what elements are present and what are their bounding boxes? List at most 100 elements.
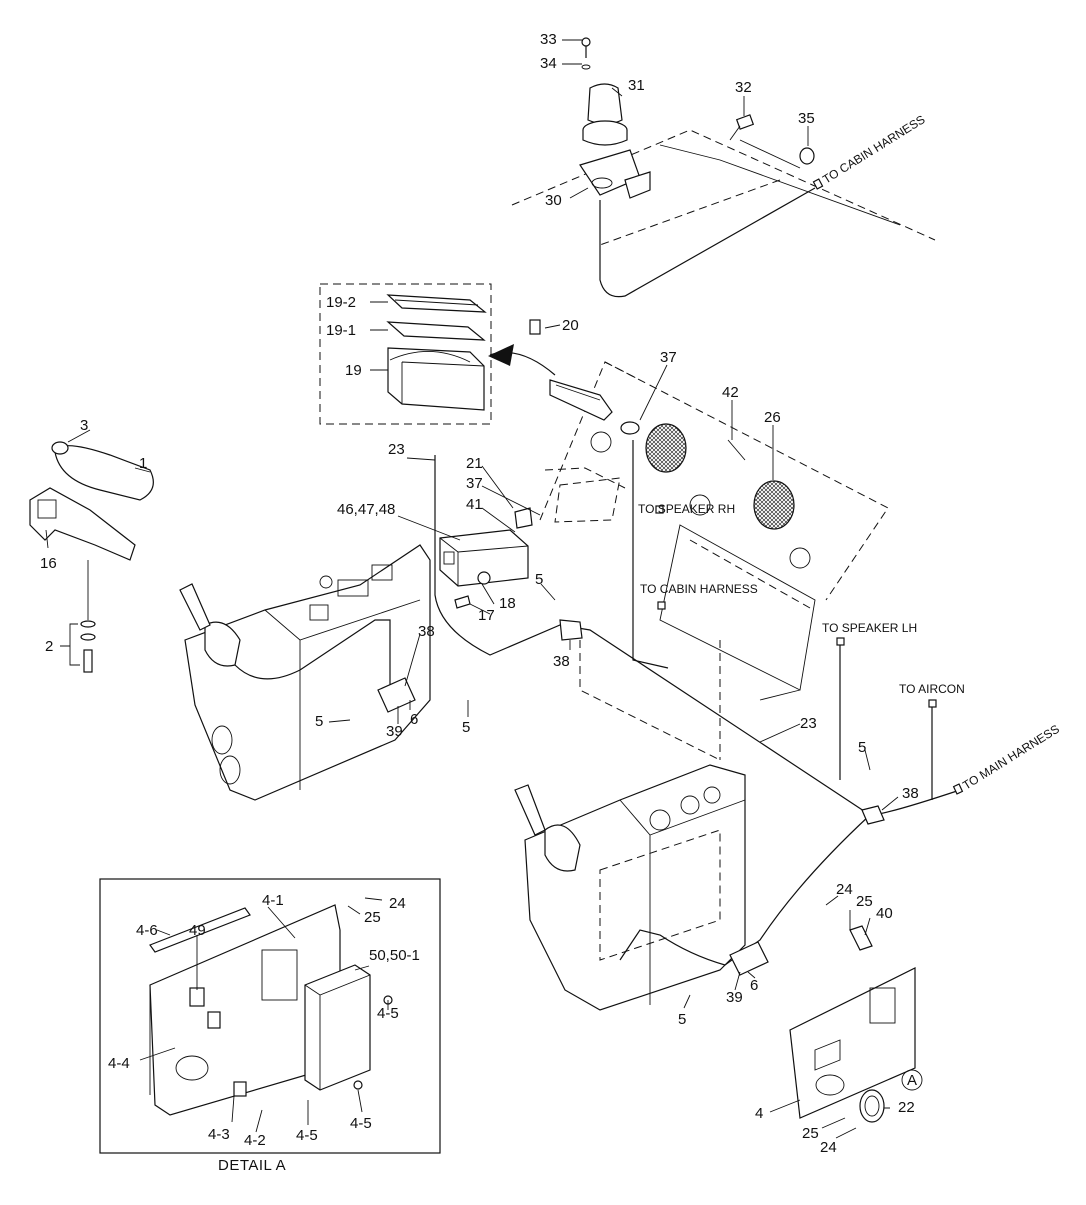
detail-callout-24: 24 <box>389 895 406 912</box>
connector-aircon <box>928 699 937 708</box>
callout-6-left: 6 <box>410 711 418 728</box>
callout-22: 22 <box>898 1099 915 1116</box>
rear-panel <box>539 361 889 761</box>
callout-25-top: 25 <box>856 893 873 910</box>
speaker-grill-rh <box>645 423 687 473</box>
callout-34: 34 <box>540 55 557 72</box>
note-to-main-harness: TO MAIN HARNESS <box>960 722 1062 793</box>
armrest-bracket <box>29 487 136 561</box>
callout-38-left: 38 <box>418 623 435 640</box>
note-to-cabin-harness-mid: TO CABIN HARNESS <box>640 582 758 596</box>
callout-24-top: 24 <box>836 881 853 898</box>
callout-17: 17 <box>478 607 495 624</box>
callout-20: 20 <box>562 317 579 334</box>
callout-5-right-a: 5 <box>858 739 866 756</box>
detail-callout-4-5-a: 4-5 <box>377 1005 399 1022</box>
right-box-harness <box>619 814 871 966</box>
left-control-box <box>179 544 431 801</box>
callout-4: 4 <box>755 1105 763 1122</box>
callout-23-left: 23 <box>388 441 405 458</box>
armrest-1 <box>51 441 154 501</box>
bracket-4 <box>789 967 916 1119</box>
relay-6-right <box>729 941 769 976</box>
callout-42: 42 <box>722 384 739 401</box>
detail-callout-50-50-1: 50,50-1 <box>369 947 420 964</box>
note-to-cabin-harness-top: TO CABIN HARNESS <box>820 112 927 186</box>
callout-3: 3 <box>80 417 88 434</box>
radio-46 <box>439 529 529 587</box>
callout-18: 18 <box>499 595 516 612</box>
callout-1: 1 <box>139 455 147 472</box>
callout-32: 32 <box>735 79 752 96</box>
connector-cabin-top <box>812 178 824 190</box>
detail-callout-4-6: 4-6 <box>136 922 158 939</box>
fuse-box-19 <box>386 294 487 411</box>
detail-callout-4-5-b: 4-5 <box>296 1127 318 1144</box>
bolt-set-2 <box>80 560 96 673</box>
detail-callout-4-3: 4-3 <box>208 1126 230 1143</box>
detail-callout-25: 25 <box>364 909 381 926</box>
callout-a-marker: A <box>907 1072 917 1089</box>
callout-46-47-48: 46,47,48 <box>337 501 395 518</box>
callout-33: 33 <box>540 31 557 48</box>
callout-37-top: 37 <box>660 349 677 366</box>
callout-30: 30 <box>545 192 562 209</box>
bolt-32 <box>729 114 755 141</box>
connector-speaker-rh <box>655 505 664 514</box>
relay-40 <box>849 925 873 951</box>
detail-callout-4-4: 4-4 <box>108 1055 130 1072</box>
detail-a-title: DETAIL A <box>218 1157 286 1174</box>
clip-21 <box>514 507 533 529</box>
speaker-grill-26 <box>753 480 795 530</box>
callout-38-right: 38 <box>902 785 919 802</box>
callout-5-left-a: 5 <box>315 713 323 730</box>
arrow-head <box>488 344 514 366</box>
callout-5-right-b: 5 <box>678 1011 686 1028</box>
note-to-speaker-rh: TO SPEAKER RH <box>638 502 735 516</box>
callout-35: 35 <box>798 110 815 127</box>
callout-19: 19 <box>345 362 362 379</box>
socket-20 <box>529 319 613 421</box>
right-control-box <box>514 764 746 1011</box>
screw-42 <box>727 439 746 461</box>
callout-38-mid: 38 <box>553 653 570 670</box>
callout-25-bottom: 25 <box>802 1125 819 1142</box>
callout-5-left-b: 5 <box>462 719 470 736</box>
screw-17 <box>454 595 471 609</box>
connector-cabin-mid <box>657 601 666 610</box>
clamp-38-mid <box>559 619 583 641</box>
detail-a-frame <box>99 878 441 1154</box>
grommet-35 <box>799 147 815 165</box>
callout-23-right: 23 <box>800 715 817 732</box>
callout-37-mid: 37 <box>466 475 483 492</box>
callout-39-right: 39 <box>726 989 743 1006</box>
detail-callout-4-2: 4-2 <box>244 1132 266 1149</box>
detail-callout-4-5-c: 4-5 <box>350 1115 372 1132</box>
callout-19-2: 19-2 <box>326 294 356 311</box>
grommet-22 <box>859 1089 885 1123</box>
callout-31: 31 <box>628 77 645 94</box>
relay-6-left <box>377 677 416 713</box>
fusebox-inset <box>319 283 492 425</box>
connector-speaker-lh <box>836 637 845 646</box>
roof-panel <box>511 129 936 246</box>
detail-callout-49: 49 <box>189 922 206 939</box>
callout-2: 2 <box>45 638 53 655</box>
note-to-speaker-lh: TO SPEAKER LH <box>822 621 917 635</box>
detail-callout-4-1: 4-1 <box>262 892 284 909</box>
beacon-lamp <box>579 37 651 199</box>
beacon-wire <box>599 187 816 298</box>
callout-5-radio: 5 <box>535 571 543 588</box>
callout-41: 41 <box>466 496 483 513</box>
grommet-37 <box>620 421 640 435</box>
left-box-harness <box>234 619 391 690</box>
callout-21: 21 <box>466 455 483 472</box>
connector-main-harness <box>952 783 964 795</box>
detail-a-marker <box>901 1069 923 1091</box>
callout-16: 16 <box>40 555 57 572</box>
cabin-branch <box>632 440 669 669</box>
callout-39-left: 39 <box>386 723 403 740</box>
callout-24-bottom: 24 <box>820 1139 837 1156</box>
